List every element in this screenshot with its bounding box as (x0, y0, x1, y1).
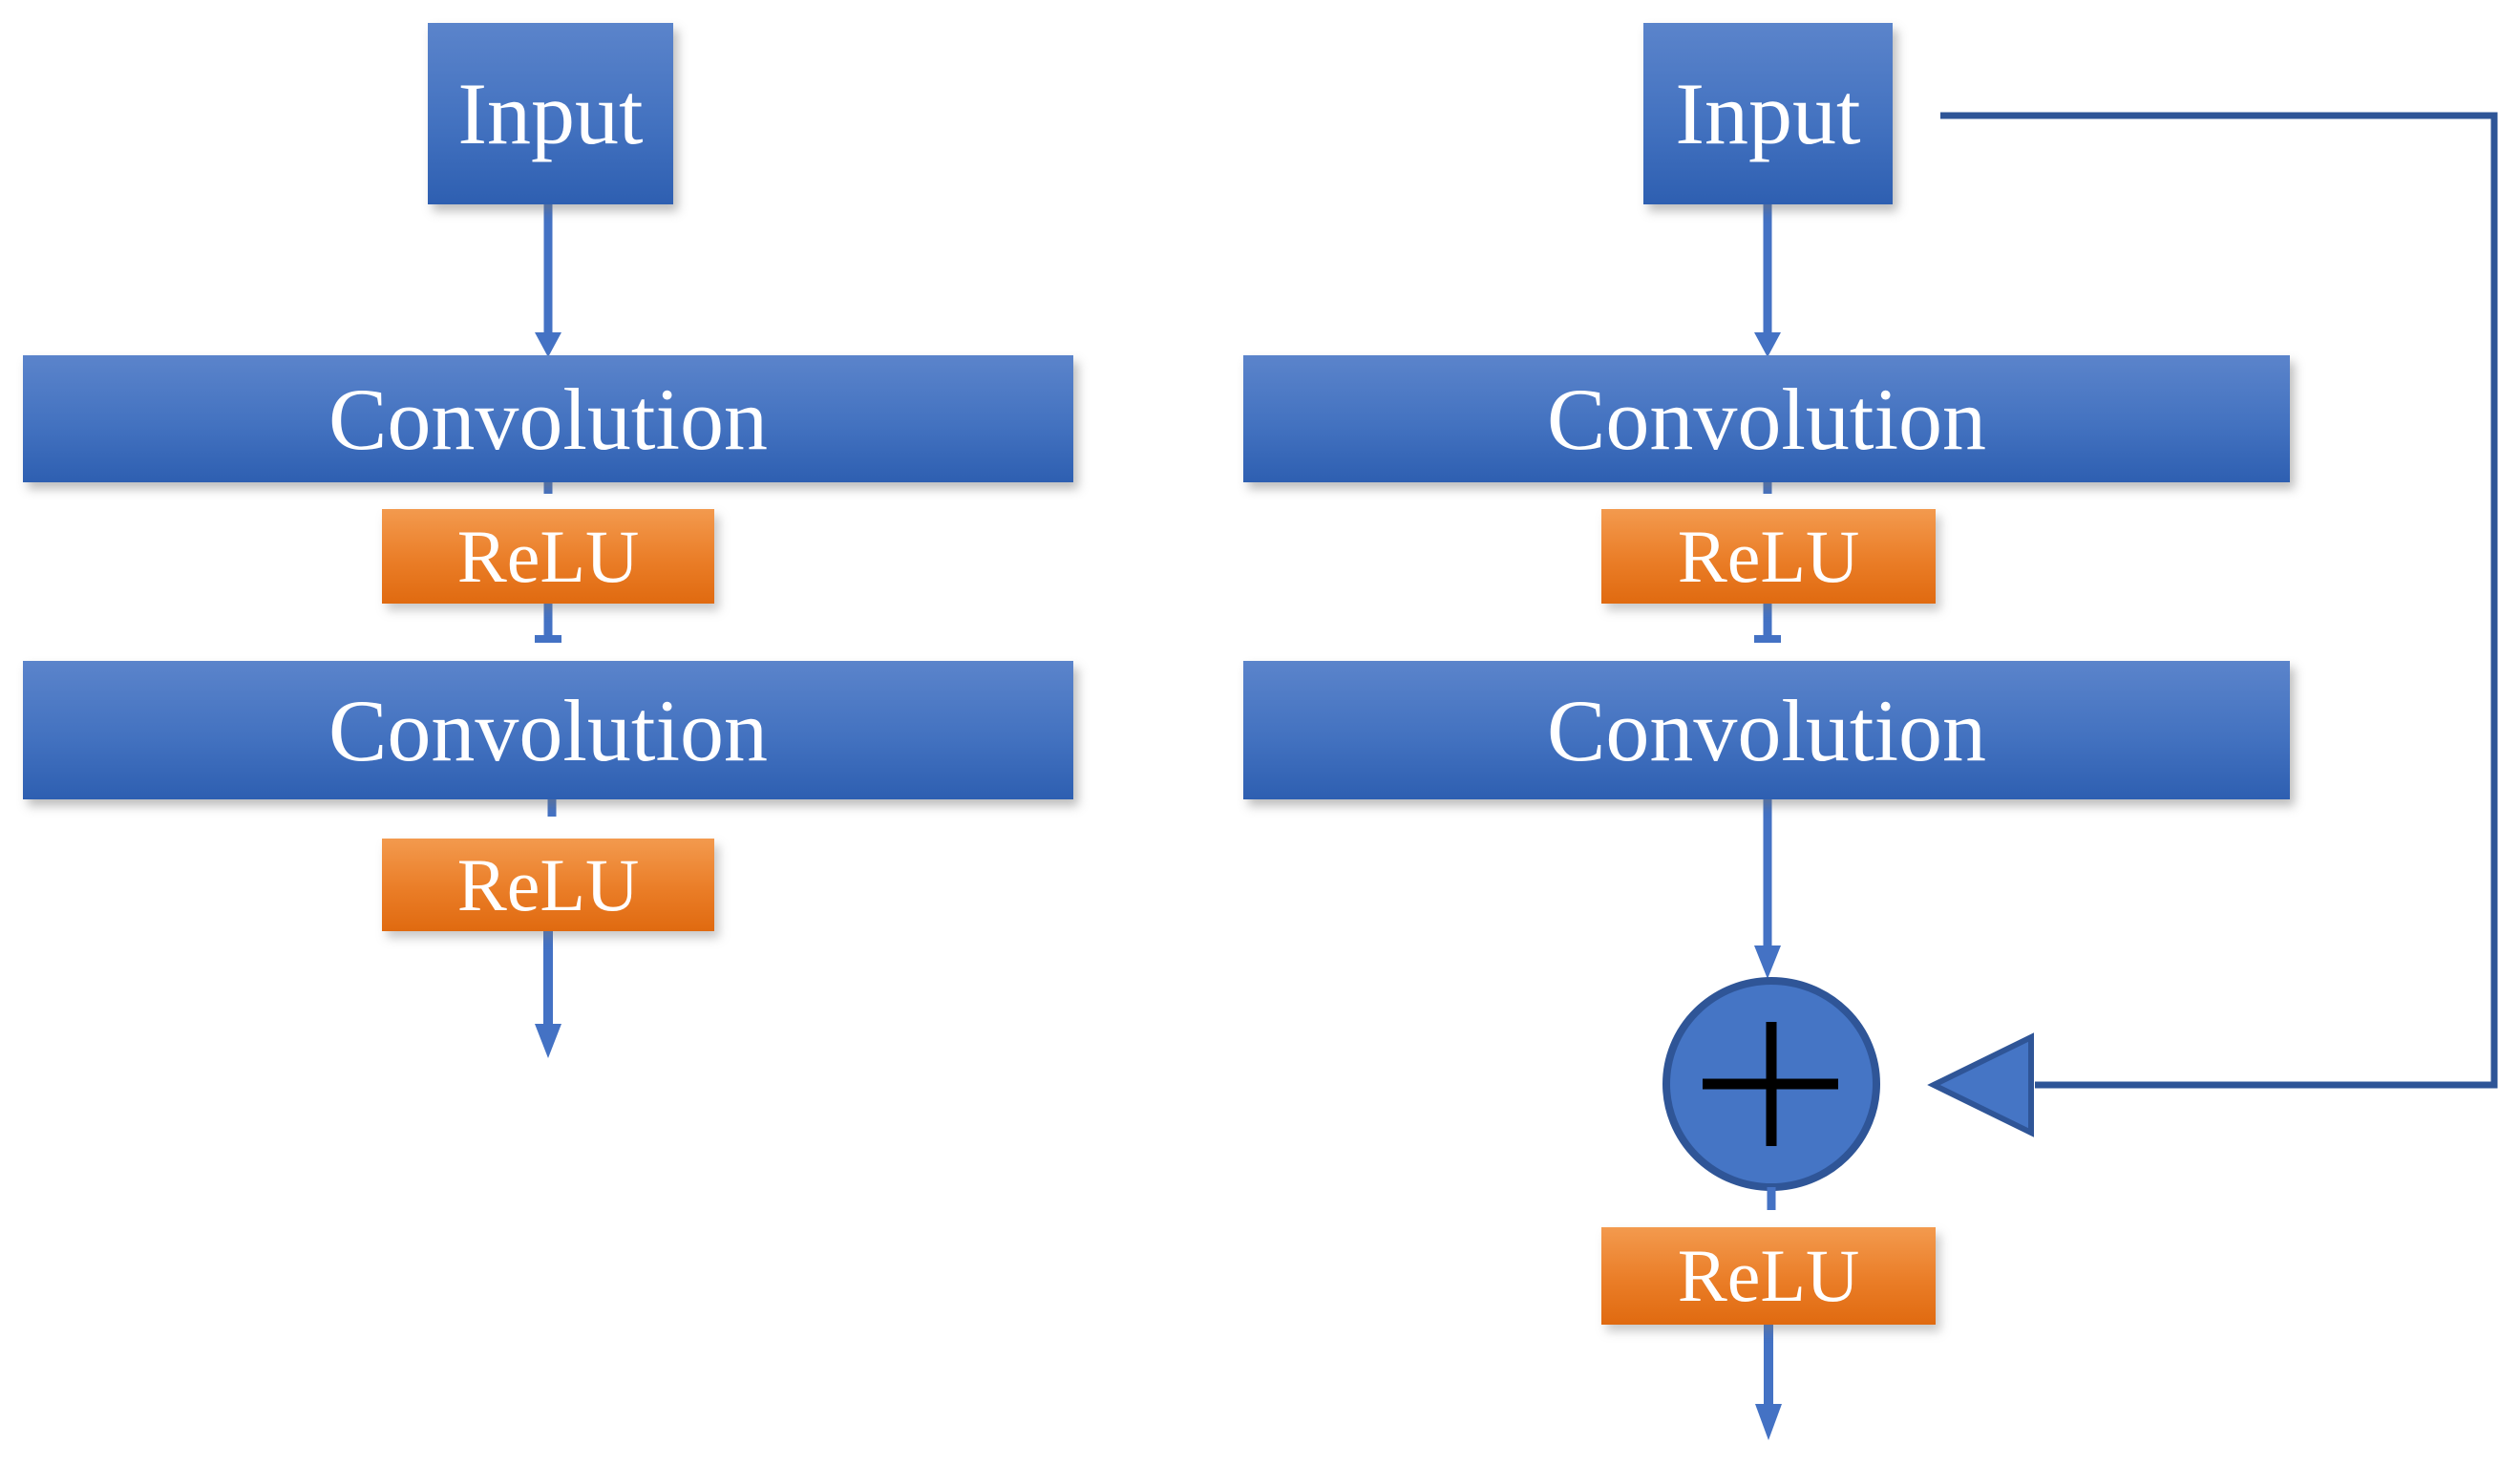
plain-input-label: Input (457, 65, 644, 162)
residual-convolution1-label: Convolution (1546, 370, 1987, 468)
add-node-icon (1662, 977, 1880, 1191)
residual-input-label: Input (1675, 65, 1861, 162)
residual-relu2-label: ReLU (1677, 1234, 1860, 1317)
plain-relu2-box: ReLU (382, 839, 714, 931)
plain-convolution2-label: Convolution (328, 681, 769, 779)
residual-relu1-label: ReLU (1677, 514, 1860, 598)
skip-connection-line (1927, 112, 2498, 1137)
residual-relu1-box: ReLU (1601, 509, 1936, 604)
residual-relu2-box: ReLU (1601, 1227, 1936, 1325)
residual-relu1-to-conv2-connector-icon (1754, 604, 1781, 643)
plain-relu1-to-conv2-connector-icon (535, 604, 561, 643)
plain-convolution1-bar: Convolution (23, 355, 1073, 482)
residual-convolution2-bar: Convolution (1243, 661, 2290, 799)
residual-input-box: Input (1643, 23, 1893, 204)
plain-input-to-conv1-arrow-icon (535, 204, 561, 357)
plain-input-box: Input (428, 23, 673, 204)
plain-convolution1-label: Convolution (328, 370, 769, 468)
plain-convolution2-bar: Convolution (23, 661, 1073, 799)
residual-conv2-to-add-arrow-icon (1754, 799, 1781, 979)
plain-relu1-box: ReLU (382, 509, 714, 604)
residual-convolution2-label: Convolution (1546, 681, 1987, 779)
residual-input-to-conv1-arrow-icon (1754, 204, 1781, 357)
skip-connection-arrowhead-icon (1927, 1032, 2034, 1137)
plain-relu2-label: ReLU (456, 842, 640, 926)
residual-output-arrow-icon (1755, 1325, 1782, 1440)
plain-output-arrow-icon (535, 931, 561, 1058)
residual-convolution1-bar: Convolution (1243, 355, 2290, 482)
plain-relu1-label: ReLU (456, 514, 640, 598)
